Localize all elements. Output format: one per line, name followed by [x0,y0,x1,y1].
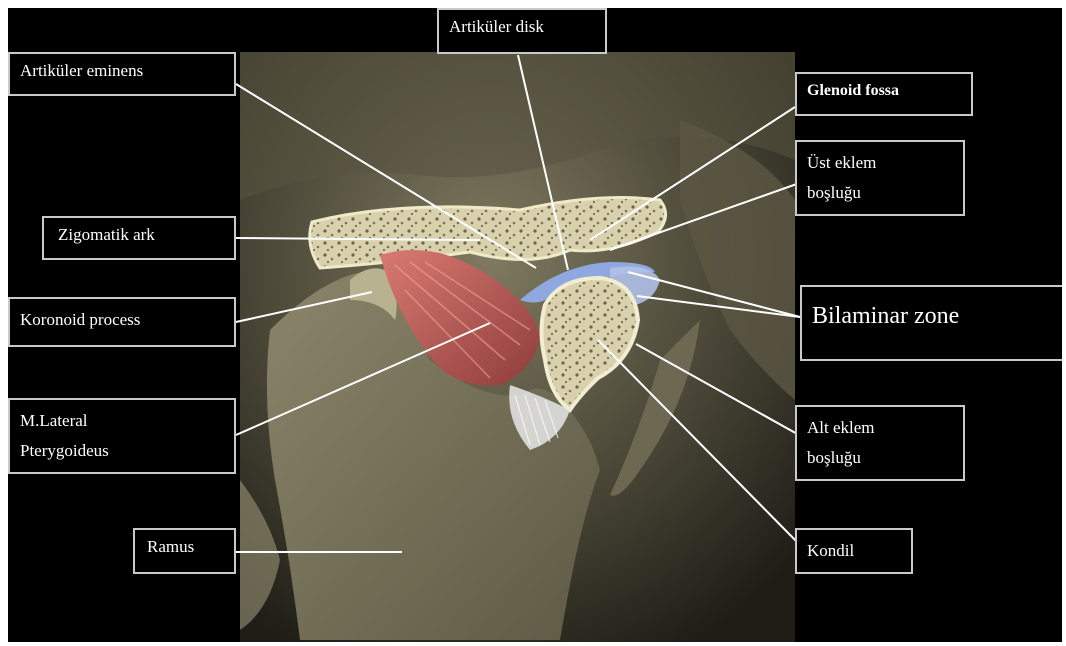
label-alt-eklem-line2: boşluğu [807,443,953,473]
label-artikuler-eminens: Artiküler eminens [8,52,236,96]
label-zigomatik-ark-text: Zigomatik ark [58,225,155,244]
label-ust-eklem-line2: boşluğu [807,178,953,208]
label-artikuler-disk: Artiküler disk [437,8,607,54]
label-alt-eklem-boslugu: Alt eklem boşluğu [795,405,965,481]
label-kondil: Kondil [795,528,913,574]
label-artikuler-disk-text: Artiküler disk [449,17,544,36]
label-bilaminar-zone-text: Bilaminar zone [812,303,959,329]
label-ust-eklem-line1: Üst eklem [807,148,953,178]
label-m-lateral-line1: M.Lateral [20,406,224,436]
label-m-lateral-line2: Pterygoideus [20,436,224,466]
label-glenoid-fossa: Glenoid fossa [795,72,973,116]
label-glenoid-fossa-text: Glenoid fossa [807,82,899,99]
label-zigomatik-ark: Zigomatik ark [42,216,236,260]
label-ust-eklem-boslugu: Üst eklem boşluğu [795,140,965,216]
label-koronoid-process-text: Koronoid process [20,310,140,329]
label-kondil-text: Kondil [807,541,854,560]
label-bilaminar-zone: Bilaminar zone [800,285,1062,361]
label-ramus: Ramus [133,528,236,574]
label-m-lateral-pterygoideus: M.Lateral Pterygoideus [8,398,236,474]
label-artikuler-eminens-text: Artiküler eminens [20,61,143,80]
label-ramus-text: Ramus [147,537,194,556]
label-alt-eklem-line1: Alt eklem [807,413,953,443]
label-koronoid-process: Koronoid process [8,297,236,347]
